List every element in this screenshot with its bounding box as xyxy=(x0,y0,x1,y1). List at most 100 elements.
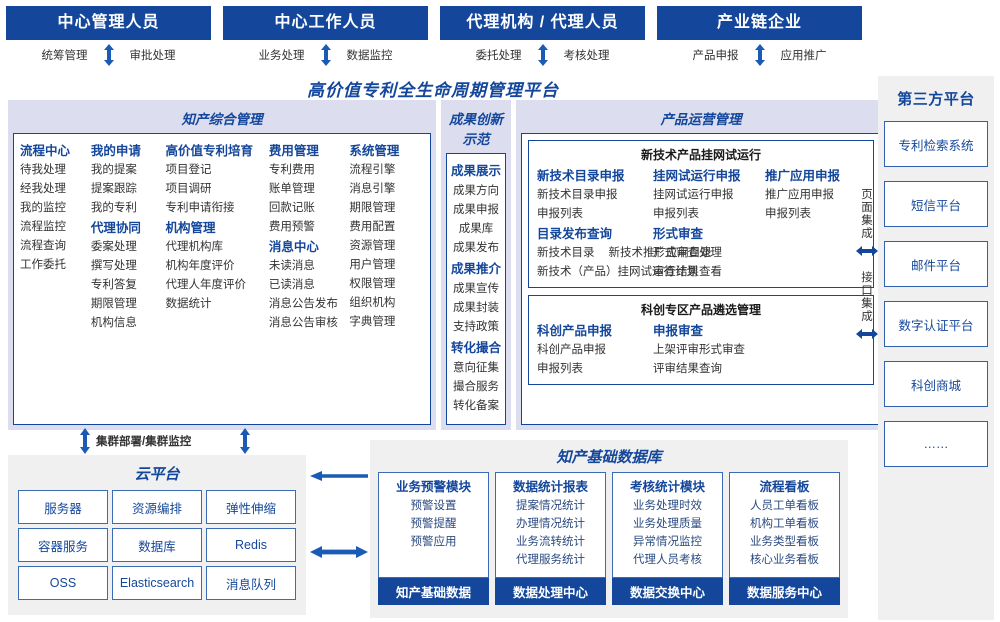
cloud-cell-1[interactable]: 资源编排 xyxy=(112,490,202,524)
role-title-1[interactable]: 中心工作人员 xyxy=(223,6,428,40)
inno-item-2-2[interactable]: 转化备案 xyxy=(453,400,499,412)
db-item-0-1[interactable]: 预警提醒 xyxy=(410,518,457,530)
ip-item-2-1-0[interactable]: 代理机构库 xyxy=(165,241,224,253)
product-item-0-0-1-0[interactable]: 挂网试运行申报 xyxy=(653,189,734,201)
inno-item-0-3[interactable]: 成果发布 xyxy=(453,242,499,254)
product-item-0-0-1-1[interactable]: 申报列表 xyxy=(653,208,700,220)
db-foot-1[interactable]: 数据处理中心 xyxy=(495,578,606,605)
ip-item-2-1-2[interactable]: 代理人年度评价 xyxy=(165,279,247,291)
product-item-1-0-1-1[interactable]: 评审结果查询 xyxy=(653,363,723,375)
inno-item-0-2[interactable]: 成果库 xyxy=(458,223,494,235)
db-item-2-1[interactable]: 业务处理质量 xyxy=(633,518,702,530)
db-item-0-0[interactable]: 预警设置 xyxy=(410,500,457,512)
product-group-head-0-1-0[interactable]: 目录发布查询 xyxy=(537,227,613,241)
ip-group-head-3-0[interactable]: 费用管理 xyxy=(268,144,319,158)
third-party-item-1[interactable]: 短信平台 xyxy=(884,181,988,227)
db-card-head-1[interactable]: 数据统计报表 xyxy=(512,480,588,494)
ip-item-4-0-8[interactable]: 字典管理 xyxy=(349,316,396,328)
ip-item-1-1-3[interactable]: 期限管理 xyxy=(90,298,137,310)
ip-item-1-1-2[interactable]: 专利答复 xyxy=(90,279,137,291)
product-inline-item-1[interactable]: 新技术推广应用目录 xyxy=(608,247,713,259)
third-party-item-4[interactable]: 科创商城 xyxy=(884,361,988,407)
ip-group-head-4-0[interactable]: 系统管理 xyxy=(349,144,400,158)
ip-item-0-0-2[interactable]: 我的监控 xyxy=(20,202,66,214)
ip-item-3-0-0[interactable]: 专利费用 xyxy=(268,164,315,176)
ip-item-3-0-3[interactable]: 费用预警 xyxy=(268,221,315,233)
db-card-head-0[interactable]: 业务预警模块 xyxy=(395,480,471,494)
product-inline-item-0[interactable]: 新技术目录 xyxy=(537,247,595,259)
inno-group-head-0[interactable]: 成果展示 xyxy=(451,164,502,178)
cloud-cell-2[interactable]: 弹性伸缩 xyxy=(206,490,296,524)
ip-item-0-0-0[interactable]: 待我处理 xyxy=(20,164,66,176)
inno-item-1-0[interactable]: 成果宣传 xyxy=(453,283,499,295)
inno-group-head-1[interactable]: 成果推介 xyxy=(451,262,502,276)
product-item-1-0-0-0[interactable]: 科创产品申报 xyxy=(537,344,607,356)
product-item-1-0-0-1[interactable]: 申报列表 xyxy=(537,363,584,375)
ip-group-head-1-1[interactable]: 代理协同 xyxy=(90,221,141,235)
ip-item-4-0-5[interactable]: 用户管理 xyxy=(349,259,396,271)
third-party-item-0[interactable]: 专利检索系统 xyxy=(884,121,988,167)
product-item-0-0-0-0[interactable]: 新技术目录申报 xyxy=(537,189,618,201)
ip-item-1-0-2[interactable]: 我的专利 xyxy=(90,202,137,214)
product-item-1-0-1-0[interactable]: 上架评审形式审查 xyxy=(653,344,746,356)
ip-item-3-1-1[interactable]: 已读消息 xyxy=(268,279,315,291)
db-item-2-2[interactable]: 异常情况监控 xyxy=(633,536,702,548)
db-foot-0[interactable]: 知产基础数据 xyxy=(378,578,489,605)
product-group-head-0-0-1[interactable]: 挂网试运行申报 xyxy=(653,169,741,183)
role-title-3[interactable]: 产业链企业 xyxy=(657,6,862,40)
db-item-1-0[interactable]: 提案情况统计 xyxy=(516,500,585,512)
inno-item-2-1[interactable]: 撮合服务 xyxy=(453,381,499,393)
inno-item-0-1[interactable]: 成果申报 xyxy=(453,204,499,216)
third-party-item-3[interactable]: 数字认证平台 xyxy=(884,301,988,347)
ip-item-4-0-6[interactable]: 权限管理 xyxy=(349,278,396,290)
cloud-cell-5[interactable]: Redis xyxy=(206,528,296,562)
ip-item-3-0-1[interactable]: 账单管理 xyxy=(268,183,315,195)
product-item-0-0-0-1[interactable]: 申报列表 xyxy=(537,208,584,220)
ip-item-0-0-1[interactable]: 经我处理 xyxy=(20,183,66,195)
inno-item-1-2[interactable]: 支持政策 xyxy=(453,321,499,333)
cloud-cell-8[interactable]: 消息队列 xyxy=(206,566,296,600)
ip-item-4-0-3[interactable]: 费用配置 xyxy=(349,221,396,233)
inno-item-1-1[interactable]: 成果封装 xyxy=(453,302,499,314)
ip-group-head-2-1[interactable]: 机构管理 xyxy=(165,221,216,235)
role-title-0[interactable]: 中心管理人员 xyxy=(6,6,211,40)
ip-group-head-3-1[interactable]: 消息中心 xyxy=(268,240,319,254)
product-group-head-0-1-1[interactable]: 形式审查 xyxy=(653,227,704,241)
product-item-0-1-1-1[interactable]: 审查结果查看 xyxy=(653,266,723,278)
ip-item-3-0-2[interactable]: 回款记账 xyxy=(268,202,315,214)
db-foot-2[interactable]: 数据交换中心 xyxy=(612,578,723,605)
db-item-2-0[interactable]: 业务处理时效 xyxy=(633,500,702,512)
ip-item-2-0-2[interactable]: 专利申请衔接 xyxy=(165,202,235,214)
db-item-0-2[interactable]: 预警应用 xyxy=(410,536,457,548)
inno-item-0-0[interactable]: 成果方向 xyxy=(453,185,499,197)
cloud-cell-0[interactable]: 服务器 xyxy=(18,490,108,524)
ip-item-0-0-3[interactable]: 流程监控 xyxy=(20,221,66,233)
cloud-cell-4[interactable]: 数据库 xyxy=(112,528,202,562)
inno-item-2-0[interactable]: 意向征集 xyxy=(453,362,499,374)
ip-item-3-1-0[interactable]: 未读消息 xyxy=(268,260,315,272)
ip-item-3-1-3[interactable]: 消息公告审核 xyxy=(268,317,338,329)
role-title-2[interactable]: 代理机构 / 代理人员 xyxy=(440,6,645,40)
db-item-1-3[interactable]: 代理服务统计 xyxy=(516,554,585,566)
ip-item-0-0-4[interactable]: 流程查询 xyxy=(20,240,66,252)
product-item-0-0-2-1[interactable]: 申报列表 xyxy=(765,208,812,220)
ip-item-1-0-1[interactable]: 提案跟踪 xyxy=(90,183,137,195)
db-card-head-3[interactable]: 流程看板 xyxy=(759,480,810,494)
product-group-head-1-0-1[interactable]: 申报审查 xyxy=(653,324,704,338)
ip-item-4-0-4[interactable]: 资源管理 xyxy=(349,240,396,252)
ip-item-2-0-0[interactable]: 项目登记 xyxy=(165,164,212,176)
ip-item-2-0-1[interactable]: 项目调研 xyxy=(165,183,212,195)
cloud-cell-3[interactable]: 容器服务 xyxy=(18,528,108,562)
db-item-2-3[interactable]: 代理人员考核 xyxy=(633,554,702,566)
ip-item-4-0-2[interactable]: 期限管理 xyxy=(349,202,396,214)
db-item-3-3[interactable]: 核心业务看板 xyxy=(750,554,819,566)
cloud-cell-6[interactable]: OSS xyxy=(18,566,108,600)
ip-item-0-0-5[interactable]: 工作委托 xyxy=(20,259,66,271)
ip-item-1-1-4[interactable]: 机构信息 xyxy=(90,317,137,329)
db-card-head-2[interactable]: 考核统计模块 xyxy=(629,480,705,494)
ip-item-4-0-7[interactable]: 组织机构 xyxy=(349,297,396,309)
db-item-1-2[interactable]: 业务流转统计 xyxy=(516,536,585,548)
db-item-1-1[interactable]: 办理情况统计 xyxy=(516,518,585,530)
ip-group-head-1-0[interactable]: 我的申请 xyxy=(90,144,141,158)
product-group-head-1-0-0[interactable]: 科创产品申报 xyxy=(537,324,613,338)
